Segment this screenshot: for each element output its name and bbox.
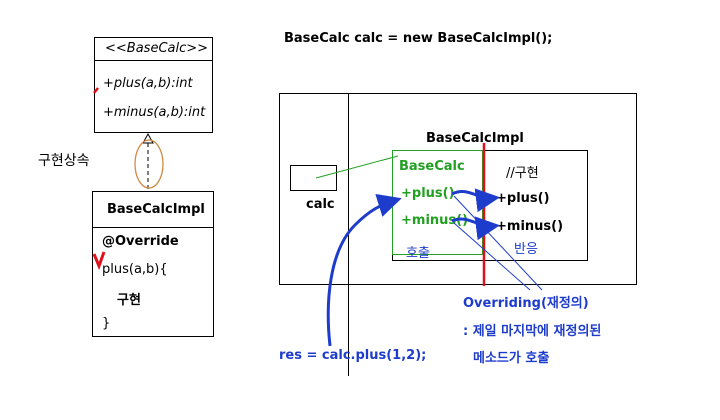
impl-part-minus: +minus(): [496, 219, 564, 234]
overriding-note-1: Overriding(재정의): [463, 296, 589, 311]
memory-frame: [279, 93, 637, 285]
calc-variable-label: calc: [306, 197, 335, 212]
inheritance-label: 구현상속: [38, 153, 90, 169]
override-annotation: @Override: [102, 234, 179, 249]
impl-part-plus: +plus(): [496, 191, 550, 206]
note-pointer-2: [453, 222, 531, 291]
impl-class-name: BaseCalcImpl: [107, 202, 205, 217]
closing-brace: }: [102, 316, 111, 331]
plus-method-header: plus(a,b){: [102, 262, 168, 277]
basecalc-part-title: BaseCalc: [399, 159, 465, 174]
minus-override-arrow: [451, 216, 500, 241]
calc-variable-box: [290, 165, 337, 191]
red-checkmark: [92, 251, 106, 271]
reference-line: [315, 155, 399, 179]
call-arrow: [326, 193, 402, 347]
inheritance-ellipse: [134, 139, 164, 189]
interface-divider: [95, 60, 212, 61]
impl-class-box: BaseCalcImpl @Override plus(a,b){ 구현 }: [92, 191, 214, 337]
interface-method-minus: +minus(a,b):int: [103, 105, 206, 120]
interface-method-plus: +plus(a,b):int: [103, 76, 193, 91]
basecalc-part-minus: +minus(): [401, 213, 469, 228]
interface-box: <<BaseCalc>> +plus(a,b):int +minus(a,b):…: [94, 37, 213, 133]
impl-part-title: //구현: [506, 166, 539, 181]
plus-override-arrow: [451, 188, 500, 213]
interface-name: <<BaseCalc>>: [105, 41, 209, 56]
basecalc-part-plus: +plus(): [401, 186, 455, 201]
note-pointer-1: [453, 195, 543, 291]
object-title: BaseCalcImpl: [426, 131, 524, 146]
overriding-note-2: : 제일 마지막에 재정의된: [463, 324, 602, 339]
impl-body-text: 구현: [117, 293, 141, 308]
response-label: 반응: [514, 242, 538, 257]
red-mark-top: [93, 87, 99, 94]
call-label: 호출: [406, 246, 430, 261]
impl-divider: [93, 227, 213, 228]
instantiation-code: BaseCalc calc = new BaseCalcImpl();: [284, 31, 553, 46]
method-call-code: res = calc.plus(1,2);: [279, 348, 427, 363]
overriding-note-3: 메소드가 호출: [473, 351, 550, 366]
